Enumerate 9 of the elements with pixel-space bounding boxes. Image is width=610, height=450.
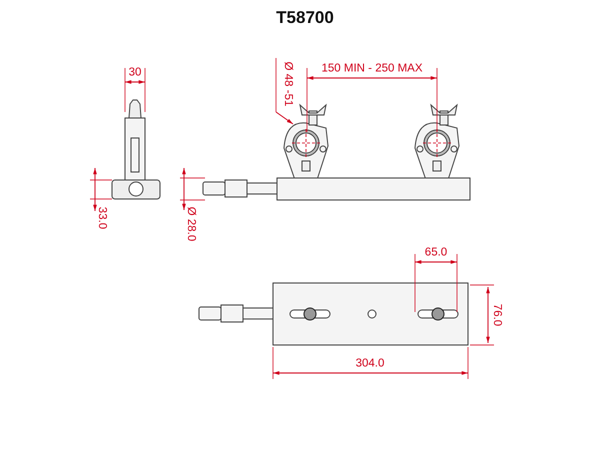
- dimension-label: 76.0: [490, 304, 502, 326]
- dimension-label: Ø 28.0: [184, 206, 196, 242]
- drawing-title: T58700: [275, 8, 335, 28]
- dimension-label: 150 MIN - 250 MAX: [322, 63, 422, 75]
- dimension-label: 30: [128, 67, 142, 79]
- dimension-label: 65.0: [424, 247, 448, 259]
- dimension-label: 33.0: [95, 206, 107, 230]
- dimension-label: 304.0: [356, 358, 384, 370]
- dimension-label: Ø 48 -51: [281, 62, 293, 106]
